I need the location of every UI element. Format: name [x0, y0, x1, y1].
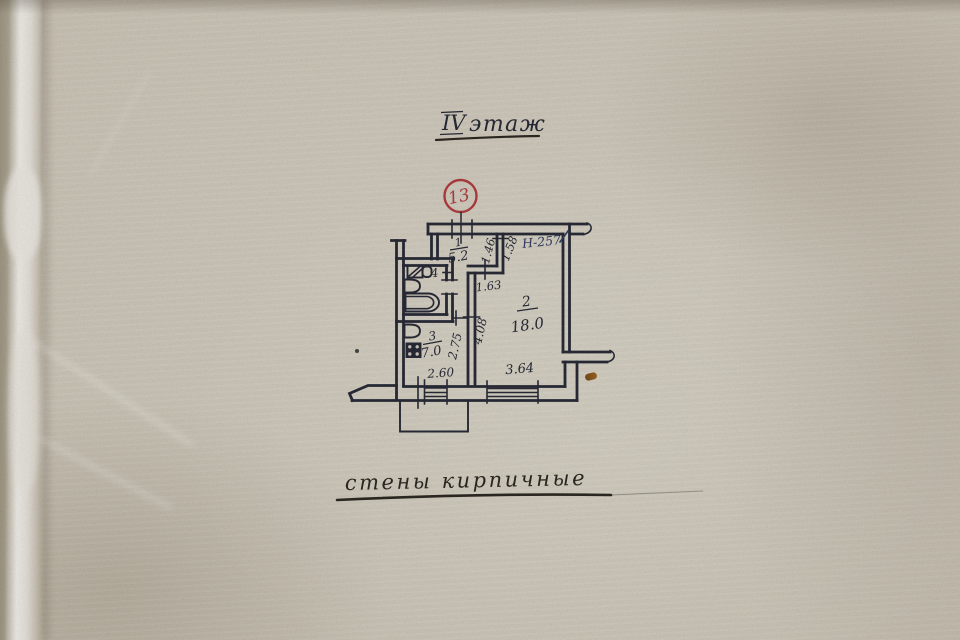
walls-note-text: стены кирпичные	[345, 466, 588, 495]
stove-icon	[405, 342, 422, 358]
dim-living-depth: 4.08	[470, 316, 490, 347]
room-living-number: 2	[520, 293, 532, 310]
dim-nook-depth: 1.46	[478, 237, 498, 265]
balcony-outline	[399, 400, 469, 433]
ink-dot	[355, 349, 359, 353]
room-bath-number: 4	[429, 266, 439, 281]
left-slab	[347, 384, 398, 403]
floor-title: IV этаж	[434, 110, 546, 142]
floor-title-roman: IV	[441, 111, 467, 135]
bath-door-ticks	[441, 279, 458, 295]
toilet-icon	[406, 264, 433, 279]
bathtub-icon	[404, 292, 440, 313]
walls-note-underline	[335, 493, 613, 502]
kitchen-sink-icon	[403, 323, 421, 339]
room-living-area: 18.0	[510, 314, 546, 337]
walls-material-note: стены кирпичные	[335, 466, 704, 502]
floor-title-word: этаж	[469, 112, 546, 137]
title-underline	[434, 134, 541, 142]
dim-hall-opening: 1.63	[475, 278, 502, 295]
height-mark: H-257	[520, 232, 561, 251]
kitchen-door-threshold	[452, 310, 469, 326]
entry-wall-segment	[430, 232, 439, 261]
dim-living-width: 3.64	[505, 361, 535, 378]
room-kitchen-area: 7.0	[420, 343, 443, 361]
bath-top-wall	[395, 257, 455, 267]
right-wall-lower	[563, 360, 579, 402]
room-kitchen-number: 3	[427, 328, 437, 343]
bath-kitchen-divider	[395, 313, 455, 323]
dim-kitchen-width: 2.60	[426, 365, 455, 381]
dim-kitchen-depth: 2.75	[445, 332, 465, 362]
unit-number: 13	[446, 185, 471, 209]
walls-note-underline-extension	[610, 490, 704, 496]
room-hall-area: 5.2	[447, 248, 470, 266]
bath-right-wall	[445, 257, 454, 323]
bath-sink-icon	[403, 278, 421, 294]
